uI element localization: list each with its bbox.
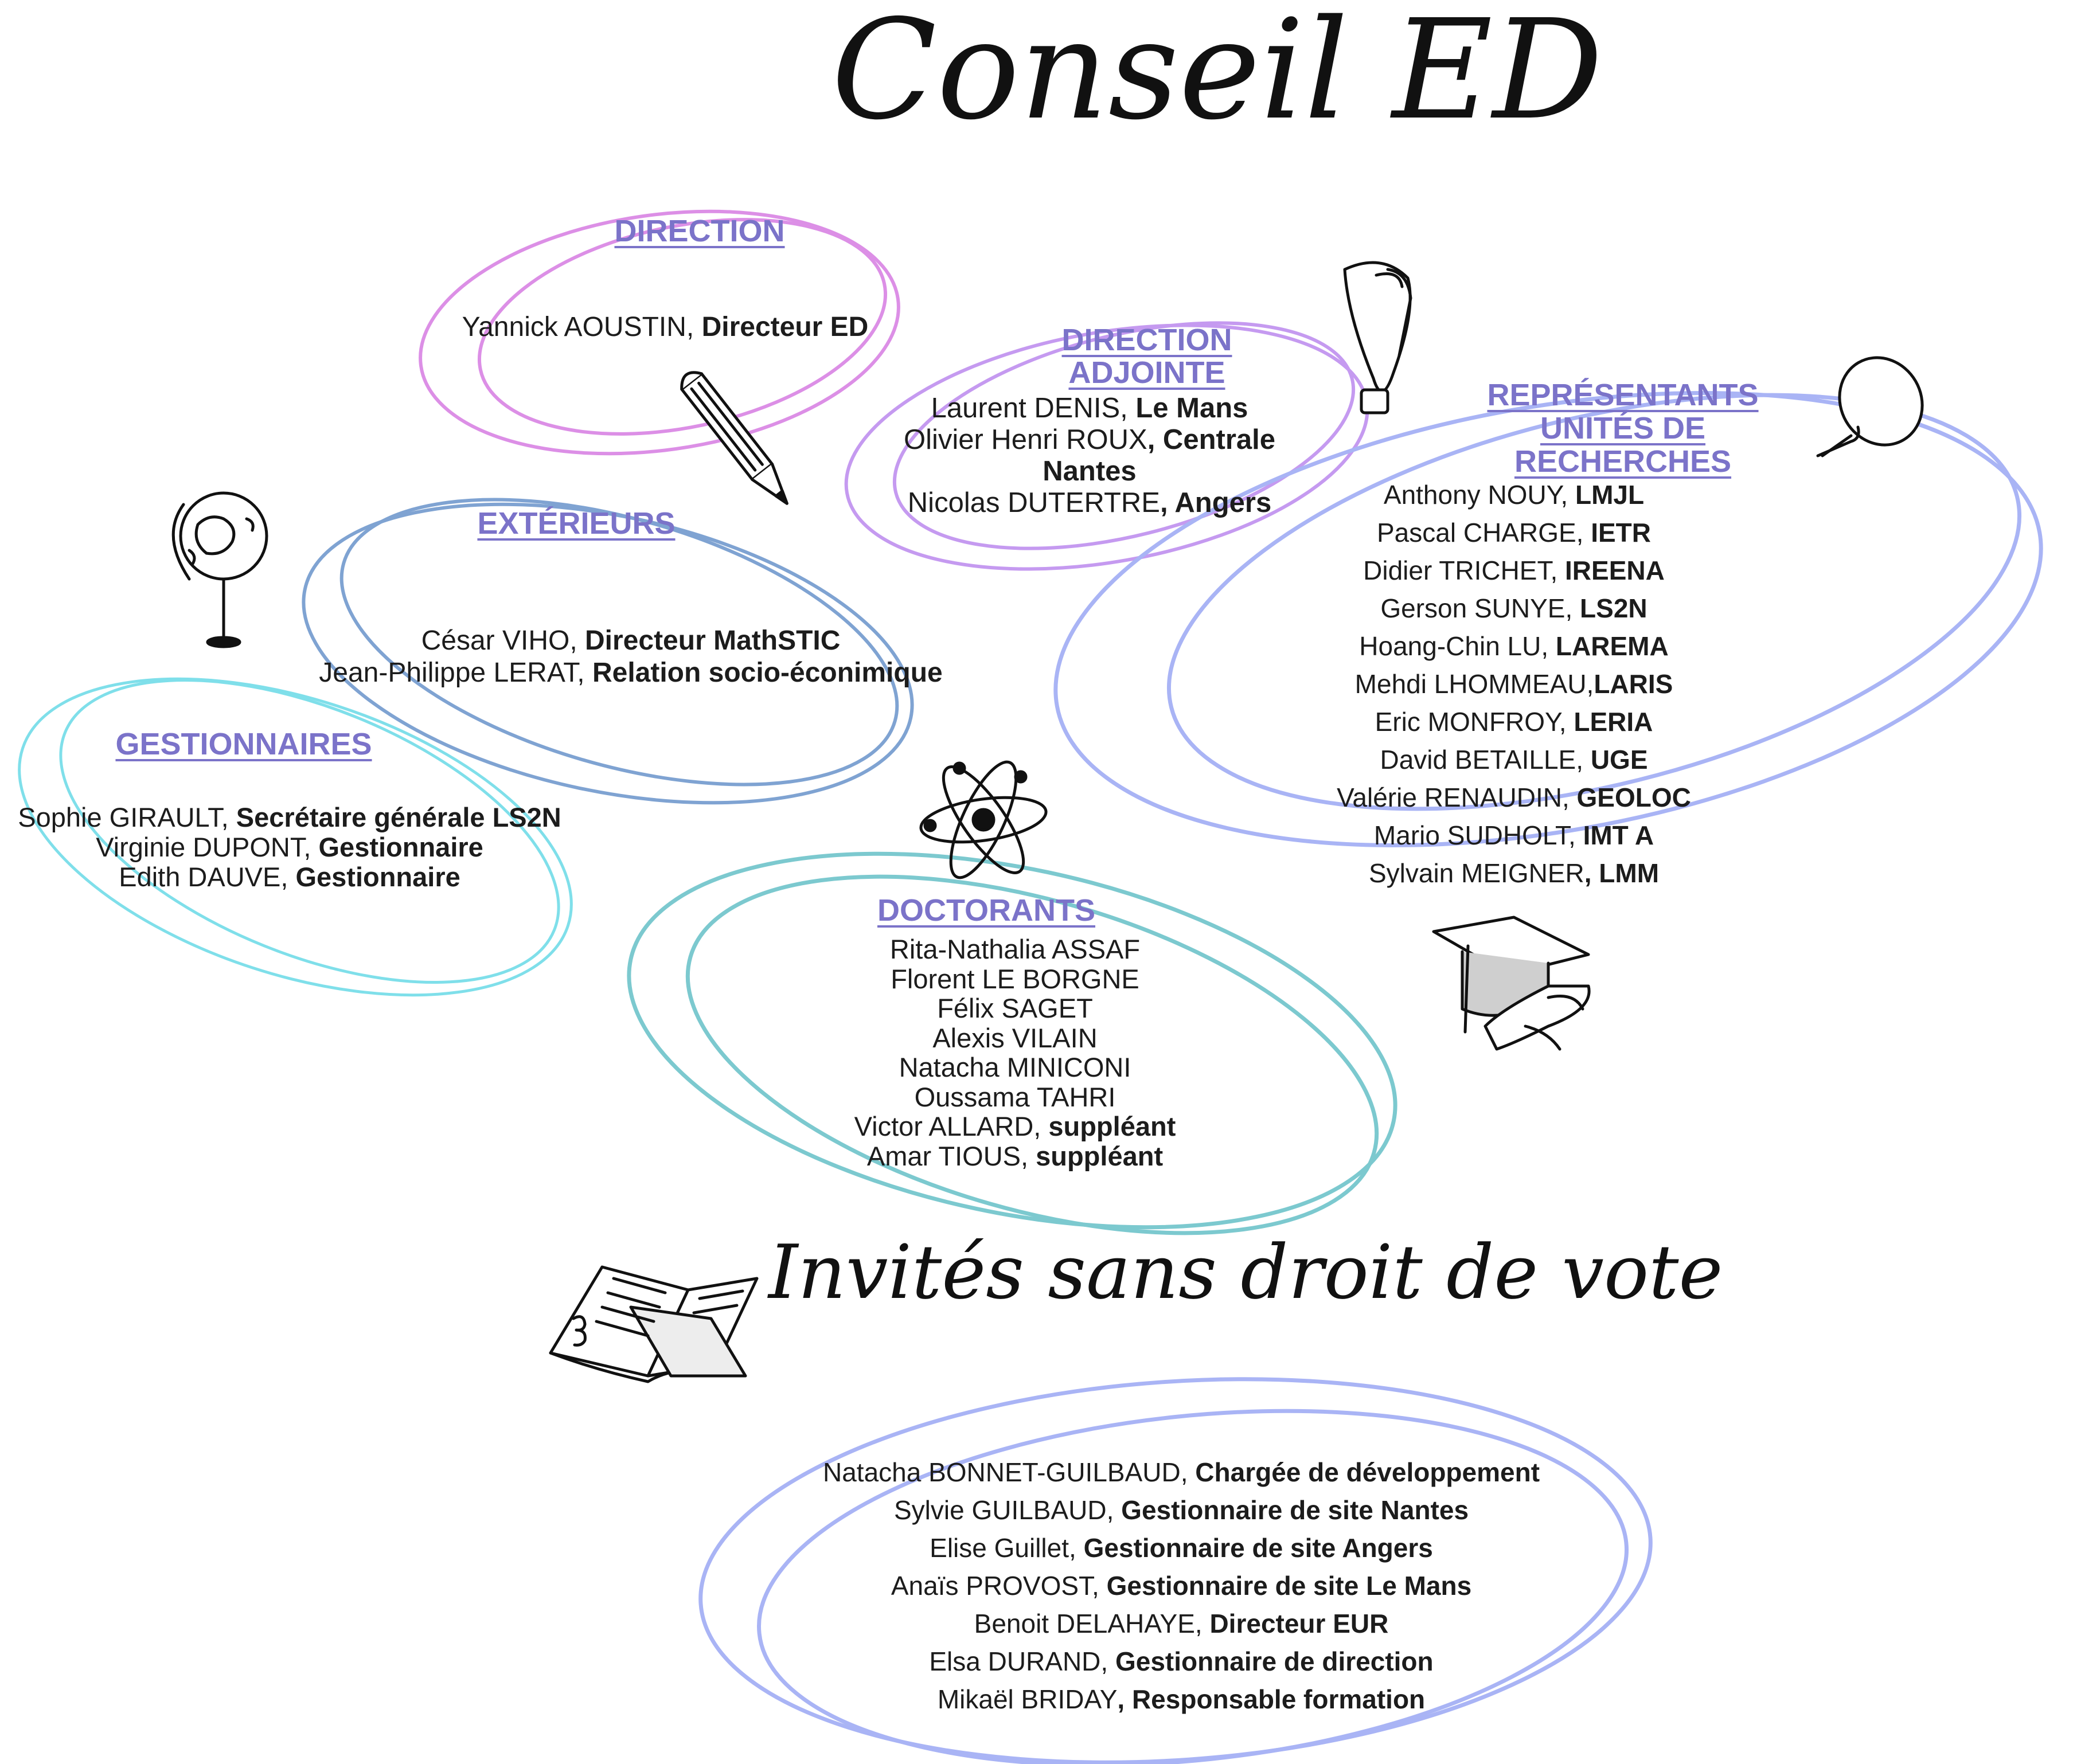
page-title: Conseil ED	[831, 0, 1603, 150]
open-books-icon	[549, 1265, 759, 1383]
direction-heading: DIRECTION	[614, 214, 785, 248]
member-row: Didier TRICHET, IREENA	[1363, 556, 1665, 585]
member-row: Eric MONFROY, LERIA	[1375, 707, 1653, 737]
member-row: Anthony NOUY, LMJL	[1383, 480, 1645, 510]
member-row: Edith DAUVE, Gestionnaire	[119, 862, 460, 892]
direction-oval	[419, 209, 900, 456]
member-row: David BETAILLE, UGE	[1380, 745, 1648, 775]
member-row: Alexis VILAIN	[932, 1022, 1098, 1053]
member-row: Virginie DUPONT, Gestionnaire	[96, 832, 483, 862]
subtitle-invites: Invités sans droit de vote	[768, 1229, 1723, 1316]
member-row: Oussama TAHRI	[914, 1081, 1116, 1112]
pushpin-icon	[1816, 356, 1924, 457]
graduation-cap-icon	[1432, 916, 1591, 1051]
member-row: Laurent DENIS, Le Mans	[931, 393, 1248, 424]
invites-oval	[698, 1377, 1653, 1764]
member-row: Florent LE BORGNE	[891, 963, 1139, 994]
member-row: Sylvie GUILBAUD, Gestionnaire de site Na…	[893, 1495, 1469, 1525]
member-row: Natacha MINICONI	[899, 1052, 1131, 1082]
member-row: Sylvain MEIGNER, LMM	[1368, 858, 1660, 888]
member-row: Anaïs PROVOST, Gestionnaire de site Le M…	[891, 1571, 1472, 1601]
direction-adjointe-members: Laurent DENIS, Le Mans Olivier Henri ROU…	[849, 393, 1330, 519]
exclamation-icon	[1343, 261, 1412, 414]
representants-heading: REPRÉSENTANTS UNITÉS DE RECHERCHES	[1487, 378, 1759, 479]
member-row: Victor ALLARD, suppléant	[854, 1111, 1176, 1141]
member-row: Mehdi LHOMMEAU,LARIS	[1354, 669, 1673, 699]
member-row: Yannick AOUSTIN, Directeur ED	[462, 312, 869, 342]
representants-oval	[1053, 391, 2043, 847]
member-row: César VIHO, Directeur MathSTIC	[421, 625, 841, 656]
member-row: Hoang-Chin LU, LAREMA	[1359, 631, 1669, 661]
globe-icon	[171, 491, 268, 648]
atom-icon	[919, 760, 1048, 879]
pencil-icon	[680, 371, 788, 505]
direction-adjointe-heading: DIRECTION ADJOINTE	[1061, 323, 1232, 390]
direction-members: Yannick AOUSTIN, Directeur ED	[436, 310, 895, 345]
member-row: Nicolas DUTERTRE, Angers	[907, 487, 1272, 518]
member-row: Amar TIOUS, suppléant	[866, 1140, 1164, 1171]
doctorants-members: Rita-Nathalia ASSAF Florent LE BORGNE Fé…	[780, 934, 1250, 1171]
member-row: Benoit DELAHAYE, Directeur EUR	[974, 1609, 1389, 1638]
member-row: Elise Guillet, Gestionnaire de site Ange…	[930, 1533, 1433, 1563]
member-row: Gerson SUNYE, LS2N	[1380, 593, 1648, 623]
member-row: Sophie GIRAULT, Secrétaire générale LS2N	[18, 802, 561, 832]
exterieurs-members: César VIHO, Directeur MathSTIC Jean-Phil…	[310, 625, 952, 689]
member-row: Rita-Nathalia ASSAF	[889, 934, 1141, 964]
doctorants-heading: DOCTORANTS	[877, 893, 1096, 928]
member-row: Natacha BONNET-GUILBAUD, Chargée de déve…	[822, 1457, 1540, 1487]
member-row: Mikaël BRIDAY, Responsable formation	[937, 1684, 1426, 1714]
member-row: Jean-Philippe LERAT, Relation socio-écon…	[319, 658, 943, 688]
exterieurs-heading: EXTÉRIEURS	[477, 506, 676, 541]
member-row: Valérie RENAUDIN, GEOLOC	[1337, 783, 1691, 812]
doctorants-oval	[627, 851, 1397, 1235]
member-row: Pascal CHARGE, IETR	[1377, 518, 1651, 547]
member-row: Elsa DURAND, Gestionnaire de direction	[929, 1646, 1434, 1676]
invites-members: Natacha BONNET-GUILBAUD, Chargée de déve…	[791, 1453, 1571, 1718]
member-row: Olivier Henri ROUX, Centrale Nantes	[903, 424, 1276, 487]
representants-members: Anthony NOUY, LMJL Pascal CHARGE, IETR D…	[1285, 476, 1743, 892]
gestionnaires-oval	[18, 677, 573, 997]
gestionnaires-members: Sophie GIRAULT, Secrétaire générale LS2N…	[6, 803, 573, 892]
member-row: Mario SUDHOLT, IMT A	[1373, 820, 1654, 850]
member-row: Félix SAGET	[937, 993, 1093, 1023]
exterieurs-oval	[302, 498, 914, 805]
gestionnaires-heading: GESTIONNAIRES	[115, 727, 372, 761]
